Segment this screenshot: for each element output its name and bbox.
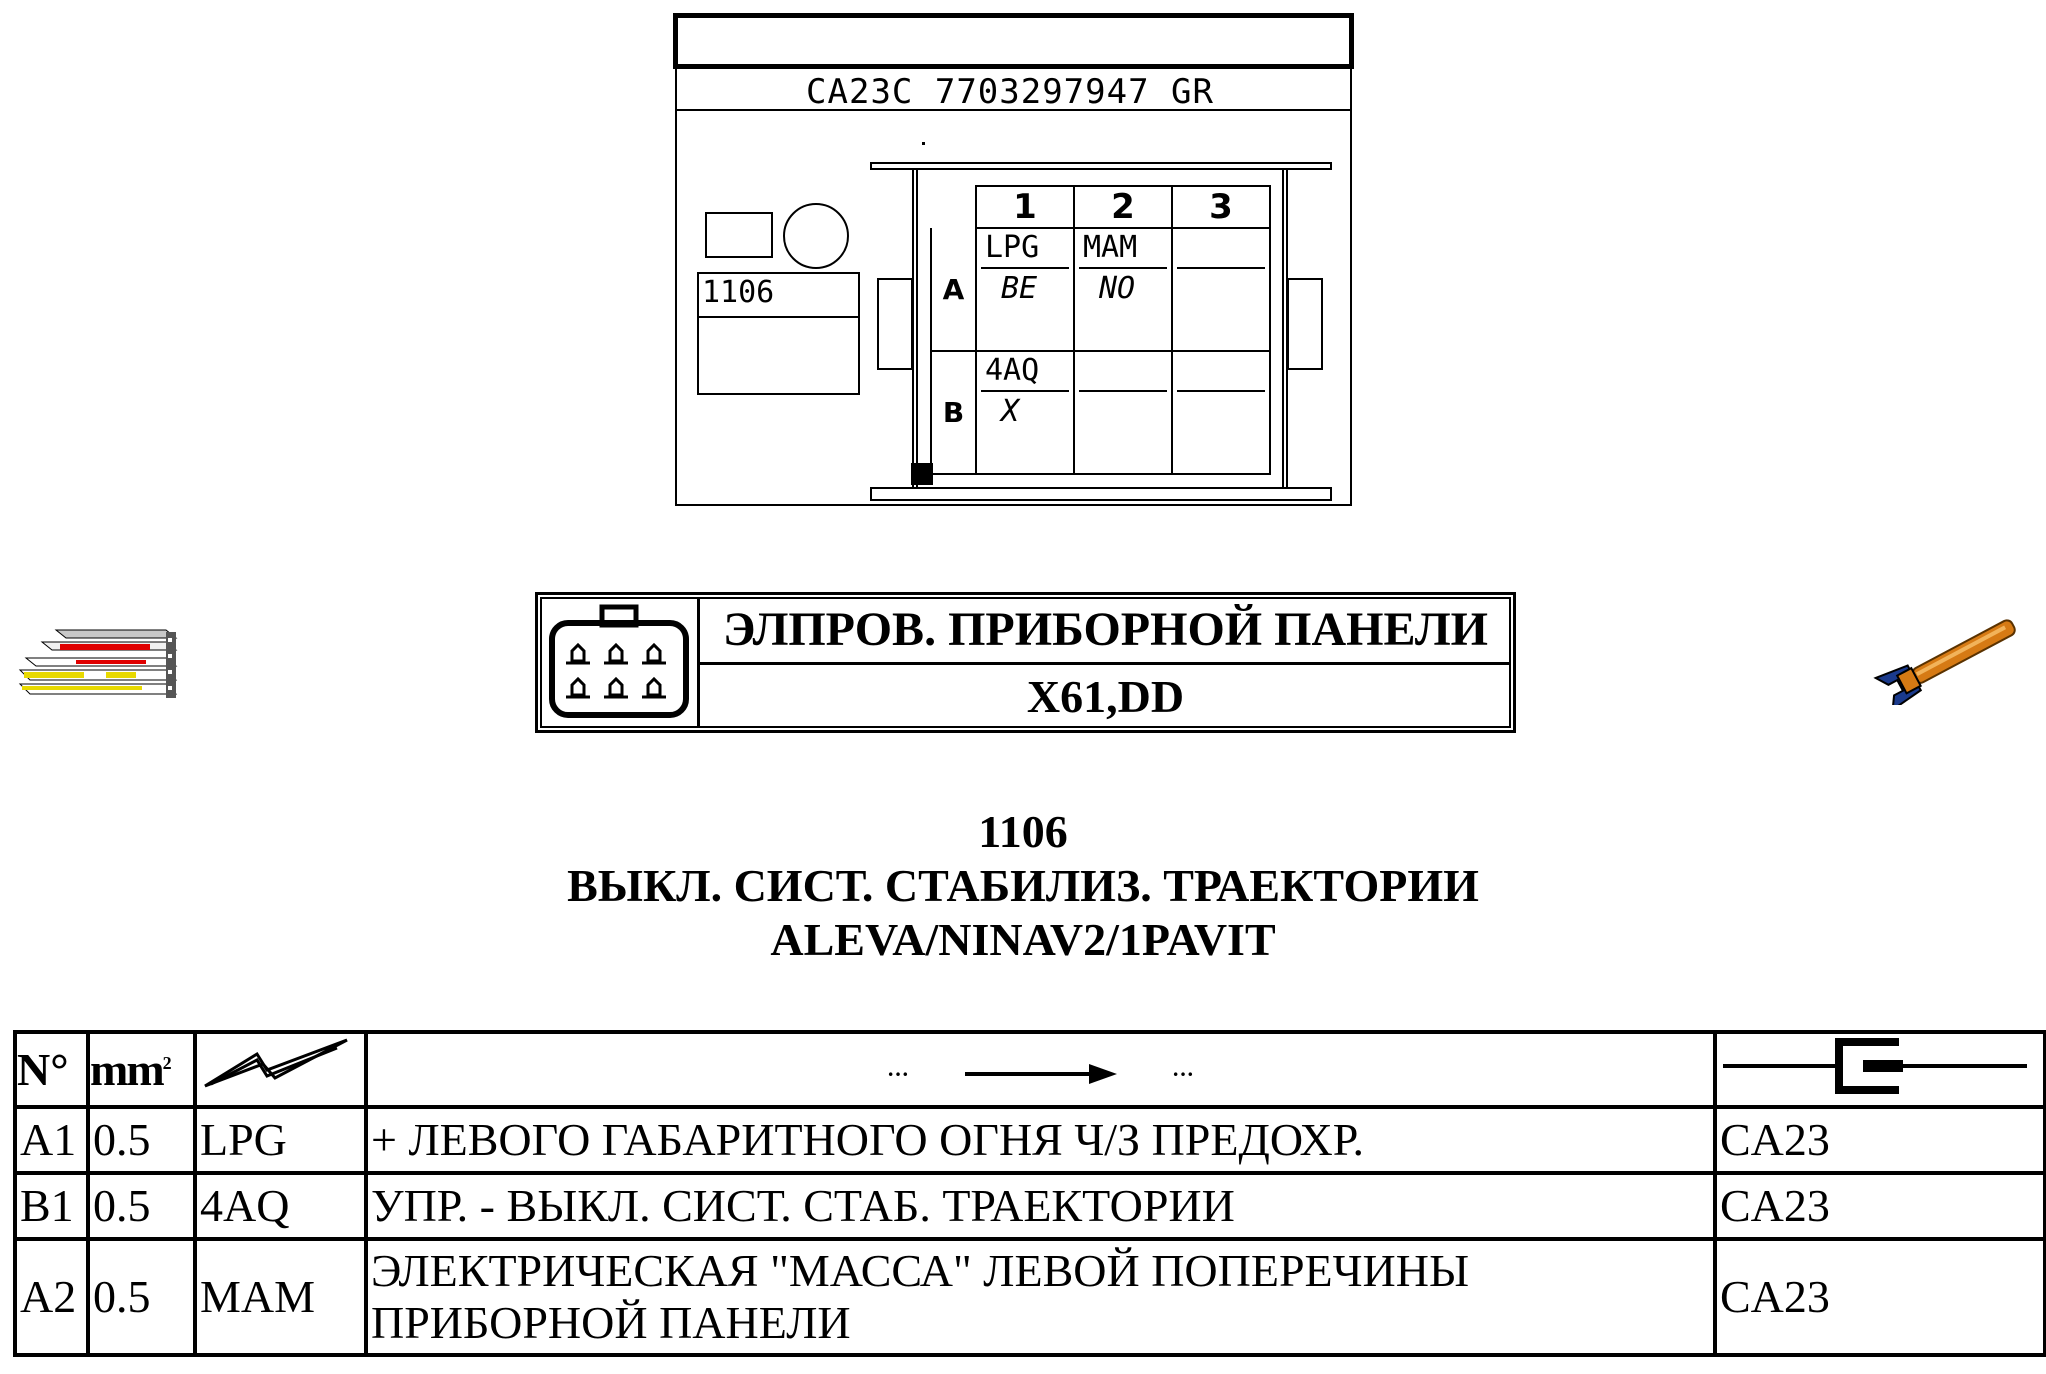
pin-grid: 1 2 3 A LPG BE MAM NO B 4AQ X [930, 184, 1271, 475]
wire-section: 0.5 [86, 1237, 197, 1357]
book-stack-icon[interactable] [16, 624, 180, 710]
wire-code: MAM [193, 1237, 368, 1357]
component-box-number: 1106 [702, 275, 775, 310]
pin-wire-code: LPG [981, 229, 1069, 270]
direction-from-dots: ··· [886, 1061, 909, 1087]
header-pin-number: N° [13, 1030, 90, 1109]
wire-description: УПР. - ВЫКЛ. СИСТ. СТАБ. ТРАЕКТОРИИ [364, 1171, 1717, 1241]
arrow-right-icon [964, 1064, 1117, 1085]
header-section-exponent: 2 [162, 1053, 172, 1073]
pin-row-a: A LPG BE MAM NO [930, 227, 1271, 353]
pin-number: A1 [13, 1105, 90, 1175]
pin-wire-color: BE [1001, 271, 1038, 307]
connector-icon-cell [540, 597, 700, 728]
pin-row-b: B 4AQ X [930, 350, 1271, 475]
connector-title: ЭЛПРОВ. ПРИБОРНОЙ ПАНЕЛИ [723, 603, 1488, 656]
pin-wire-code [1079, 352, 1167, 393]
pin-cell-b3 [1171, 350, 1271, 475]
housing-wall-left [912, 168, 918, 488]
connector-housing-icon [549, 604, 689, 718]
pin-column-2: 2 [1073, 184, 1173, 230]
pin-cell-b1: 4AQ X [975, 350, 1075, 475]
pin-row-label: A [930, 228, 977, 353]
wrench-icon[interactable] [1870, 615, 2030, 705]
connector-part-code: CA23C 7703297947 GR [806, 72, 1214, 112]
wire-description: + ЛЕВОГО ГАБАРИТНОГО ОГНЯ Ч/З ПРЕДОХР. [364, 1105, 1717, 1175]
direction-to-dots: ··· [1172, 1061, 1195, 1087]
pin-cell-a1: LPG BE [975, 227, 1075, 353]
key-marker [911, 463, 933, 485]
pin-column-3: 3 [1171, 184, 1271, 230]
pin-cell-b2 [1073, 350, 1173, 475]
component-box-divider [699, 316, 858, 318]
circle-symbol [783, 203, 849, 269]
pin-wire-code: MAM [1079, 229, 1167, 270]
header-wire-code [193, 1030, 368, 1109]
table-row: A1 0.5 LPG + ЛЕВОГО ГАБАРИТНОГО ОГНЯ Ч/З… [13, 1105, 2046, 1175]
connector-code: X61,DD [1026, 671, 1185, 722]
pin-wire-code: 4AQ [981, 352, 1069, 393]
wire-code: 4AQ [193, 1171, 368, 1241]
header-connector [1713, 1030, 2046, 1109]
destination-connector: CA23 [1713, 1171, 2046, 1241]
diagram-dot [922, 142, 925, 145]
component-box [697, 272, 860, 395]
diagram-title-bar [673, 13, 1354, 69]
housing-rail-bottom [870, 487, 1332, 501]
pin-number: A2 [13, 1237, 90, 1357]
component-number: 1106 [978, 806, 1068, 857]
housing-rail-top [870, 162, 1332, 170]
rectangle-symbol [705, 212, 773, 258]
pin-wire-code [1177, 229, 1265, 270]
header-wire-section: mm2 [86, 1030, 197, 1109]
wire-table: N° mm2 ··· ··· [13, 1030, 2046, 1357]
destination-connector: CA23 [1713, 1105, 2046, 1175]
pin-column-1: 1 [975, 184, 1075, 230]
wire-section: 0.5 [86, 1171, 197, 1241]
connector-header-divider [700, 662, 1511, 665]
housing-tab-left [877, 278, 913, 370]
destination-connector: CA23 [1713, 1237, 2046, 1357]
table-row: A2 0.5 MAM ЭЛЕКТРИЧЕСКАЯ "МАССА" ЛЕВОЙ П… [13, 1237, 2046, 1357]
pin-cell-a3 [1171, 227, 1271, 353]
pin-wire-color: NO [1099, 271, 1136, 307]
housing-tab-right [1287, 278, 1323, 370]
pin-wire-color: X [1001, 394, 1020, 430]
pin-number: B1 [13, 1171, 90, 1241]
plug-connector-icon [1723, 1038, 2027, 1094]
wire-description: ЭЛЕКТРИЧЕСКАЯ "МАССА" ЛЕВОЙ ПОПЕРЕЧИНЫ П… [364, 1237, 1717, 1357]
pin-grid-corner [931, 186, 976, 228]
table-row: B1 0.5 4AQ УПР. - ВЫКЛ. СИСТ. СТАБ. ТРАЕ… [13, 1171, 2046, 1241]
pin-grid-header: 1 2 3 [931, 184, 1271, 230]
connector-header [535, 592, 1516, 733]
diagram-divider [677, 109, 1350, 111]
pin-cell-a2: MAM NO [1073, 227, 1173, 353]
wire-code: LPG [193, 1105, 368, 1175]
pin-row-label: B [930, 351, 977, 475]
pin-wire-code [1177, 352, 1265, 393]
component-name: ВЫКЛ. СИСТ. СТАБИЛИЗ. ТРАЕКТОРИИ [567, 860, 1479, 911]
component-variant: ALEVA/NINAV2/1PAVIT [770, 914, 1276, 965]
header-section-unit: mm [90, 1044, 165, 1095]
wire-zigzag-icon [204, 1038, 348, 1088]
wire-table-header: N° mm2 ··· ··· [13, 1030, 2046, 1109]
wire-section: 0.5 [86, 1105, 197, 1175]
header-direction: ··· ··· [364, 1030, 1717, 1109]
